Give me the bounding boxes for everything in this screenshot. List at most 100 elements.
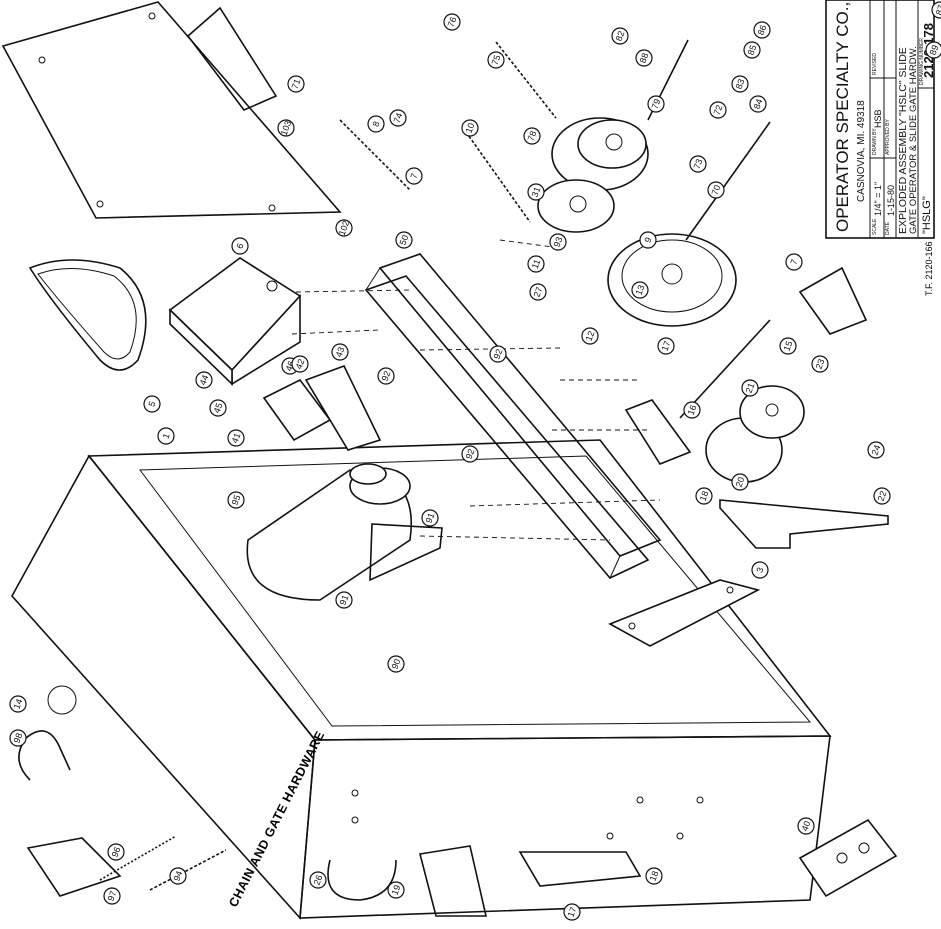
callout-number: 8	[370, 120, 381, 128]
callout-circle	[925, 41, 941, 59]
callout-87: 87	[931, 1, 941, 19]
callout-circle	[487, 51, 505, 69]
callout-number: 96	[110, 846, 123, 859]
callout-circle	[387, 655, 405, 673]
callout-circle	[389, 109, 407, 127]
approved-by-label: APPROVED BY	[885, 118, 891, 155]
callout-13: 13	[631, 281, 649, 299]
cover-plate	[1, 1, 342, 219]
callout-number: 18	[648, 870, 661, 883]
callout-17: 17	[657, 337, 675, 355]
callout-circle	[873, 487, 891, 505]
drawn-by-label: DRAWN BY	[872, 128, 878, 155]
callout-21: 21	[741, 379, 759, 397]
callout-number: 17	[660, 340, 673, 353]
callout-circle	[331, 343, 349, 361]
idler-shaft	[685, 121, 771, 241]
callout-number: 74	[392, 112, 405, 125]
callout-number: 93	[552, 236, 565, 249]
output-shaft	[679, 319, 771, 419]
callout-82: 82	[611, 27, 629, 45]
callout-circle	[689, 155, 707, 173]
callout-number: 16	[686, 404, 699, 417]
title-block: OPERATOR SPECIALTY CO., INC. CASNOVIA, M…	[825, 0, 936, 239]
callout-19: 19	[387, 881, 405, 899]
limit-switch-assembly	[262, 364, 382, 451]
revised-label: REVISED	[872, 53, 878, 75]
callout-number: 15	[782, 340, 795, 353]
callout-number: 18	[698, 490, 711, 503]
callout-circle	[931, 1, 941, 19]
callout-number: 88	[638, 52, 651, 65]
callout-circle	[9, 729, 27, 747]
callout-circle	[749, 95, 767, 113]
callout-circle	[421, 509, 439, 527]
callout-50: 50	[395, 231, 413, 249]
description-line-2: GATE OPERATOR & SLIDE GATE HARDW.	[908, 46, 919, 234]
callout-number: 76	[446, 16, 459, 29]
callout-23: 23	[811, 355, 829, 373]
callout-number: 102	[337, 219, 352, 237]
callout-number: 43	[334, 346, 347, 359]
callout-number: 98	[12, 732, 25, 745]
mounting-bracket	[186, 6, 278, 111]
callout-22: 22	[873, 487, 891, 505]
callout-27: 27	[529, 283, 547, 301]
callout-number: 84	[752, 98, 765, 111]
callout-number: 7	[788, 258, 799, 266]
callout-number: 13	[634, 284, 647, 297]
callout-42: 42	[291, 355, 309, 373]
callout-number: 91	[424, 512, 437, 525]
margin-note: T.F. 2120-166	[924, 241, 934, 296]
callout-103: 103	[277, 119, 295, 137]
model-designation: "HSLG"	[921, 196, 933, 234]
callout-73: 73	[689, 155, 707, 173]
callout-circle	[731, 75, 749, 93]
date-value: 1-15-80	[886, 185, 896, 216]
callout-number: 50	[398, 234, 411, 247]
callout-circle	[107, 843, 125, 861]
drawing-number-label: DRAWING NUMBER	[919, 38, 925, 85]
large-pulley	[607, 233, 737, 327]
callout-circle	[527, 255, 545, 273]
callout-number: 45	[212, 402, 225, 415]
callout-circle	[639, 231, 657, 249]
pillow-block-lower	[624, 399, 692, 465]
callout-number: 40	[800, 820, 813, 833]
callout-number: 6	[234, 242, 245, 250]
callout-84: 84	[749, 95, 767, 113]
callout-number: 1	[160, 432, 171, 440]
floor-bracket-right	[518, 851, 642, 887]
callout-number: 103	[279, 119, 294, 137]
callout-44: 44	[195, 371, 213, 389]
callout-72: 72	[709, 101, 727, 119]
callout-43: 43	[331, 343, 349, 361]
callout-circle	[549, 233, 567, 251]
pillow-block	[798, 266, 868, 335]
callout-number: 12	[584, 330, 597, 343]
callout-92c: 92	[461, 445, 479, 463]
callout-circle	[867, 441, 885, 459]
callout-17b: 17	[563, 903, 581, 921]
callout-circle	[9, 695, 27, 713]
callout-number: 92	[492, 348, 505, 361]
v-belt	[28, 259, 147, 371]
callout-circle	[611, 27, 629, 45]
callout-83: 83	[731, 75, 749, 93]
callout-number: 19	[390, 884, 403, 897]
callout-circle	[277, 119, 295, 137]
callout-circle	[291, 355, 309, 373]
drive-chain-short	[339, 119, 411, 191]
callout-98: 98	[9, 729, 27, 747]
output-sprocket	[705, 385, 805, 483]
callout-11a: 11	[527, 255, 545, 273]
scale-value: 1/4" = 1"	[873, 182, 883, 216]
gate-bracket	[719, 499, 889, 549]
callout-circle	[527, 183, 545, 201]
callout-16a: 16	[683, 401, 701, 419]
callout-number: 79	[650, 98, 663, 111]
drive-chain-long	[465, 131, 531, 223]
callout-circle	[563, 903, 581, 921]
callout-circle	[707, 181, 725, 199]
callout-number: 44	[198, 374, 211, 387]
